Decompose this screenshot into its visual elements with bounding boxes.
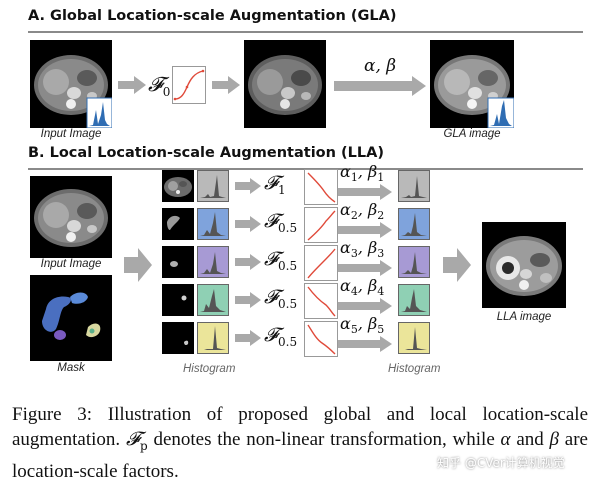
long-arrow-right-icon xyxy=(338,260,392,276)
arrow-right-icon xyxy=(235,254,261,270)
transform-label: 𝓕0.5 xyxy=(264,248,297,273)
watermark-text: 知乎 @CVer计算机视觉 xyxy=(437,456,565,470)
caption-beta: β xyxy=(549,429,560,450)
gla-ct-image xyxy=(430,40,514,128)
transform-sub: 0.5 xyxy=(278,296,298,311)
long-arrow-right-icon xyxy=(338,336,392,352)
caption-alpha: α xyxy=(500,429,511,450)
transform-symbol: 𝓕 xyxy=(264,248,279,270)
arrow-right-icon xyxy=(118,76,146,94)
region-thumbnail xyxy=(162,284,194,316)
alpha-symbol: α2, β2 xyxy=(340,200,385,223)
location-scale-factors: α2, β2 xyxy=(340,200,384,222)
location-scale-factors: α1, β1 xyxy=(340,162,384,184)
output-histogram-icon xyxy=(398,284,430,316)
location-scale-factors: α3, β3 xyxy=(340,238,384,260)
transform-symbol: 𝓕 xyxy=(264,210,279,232)
alpha-symbol: α5, β5 xyxy=(340,314,385,337)
region-thumbnail xyxy=(162,322,194,354)
arrow-right-icon xyxy=(235,178,261,194)
caption-fp-sub: p xyxy=(139,438,148,453)
nonlinear-curve-icon xyxy=(304,283,338,319)
histogram-icon xyxy=(197,208,229,240)
region-thumbnail xyxy=(162,246,194,278)
transform-sub: 0.5 xyxy=(278,220,298,235)
transform-sub: 1 xyxy=(278,182,286,197)
location-scale-factors: α4, β4 xyxy=(340,276,384,298)
output-histogram-icon xyxy=(398,208,430,240)
lla-ct-image xyxy=(482,222,566,308)
input-image-caption-a: Input Image xyxy=(40,128,102,140)
histogram-caption-right: Histogram xyxy=(388,363,441,375)
output-histogram-icon xyxy=(398,170,430,202)
histogram-caption-left: Histogram xyxy=(183,363,236,375)
section-a-divider xyxy=(28,31,583,33)
transformed-ct-image xyxy=(244,40,326,128)
arrow-right-icon xyxy=(212,76,240,94)
transform-f0-sub: 0 xyxy=(162,85,171,99)
caption-text-4: are location-scale factors. xyxy=(12,429,588,482)
histogram-icon xyxy=(197,170,229,202)
organ-mask-image xyxy=(30,275,112,361)
nonlinear-curve-icon xyxy=(304,207,338,243)
input-ct-image-a xyxy=(30,40,112,128)
section-a-title: A. Global Location-scale Augmentation (G… xyxy=(28,8,397,24)
long-arrow-right-icon xyxy=(334,76,426,96)
transform-sub: 0.5 xyxy=(278,258,298,273)
arrow-right-icon xyxy=(235,216,261,232)
histogram-icon xyxy=(197,246,229,278)
region-thumbnail xyxy=(162,170,194,202)
caption-text-1: Figure 3: Illustration of proposed globa… xyxy=(12,404,588,450)
long-arrow-right-icon xyxy=(338,184,392,200)
transform-symbol: 𝓕 xyxy=(264,286,279,308)
region-thumbnail xyxy=(162,208,194,240)
lla-image-caption: LLA image xyxy=(496,311,552,323)
transform-label: 𝓕0.5 xyxy=(264,286,297,311)
figure-caption: Figure 3: Illustration of proposed globa… xyxy=(12,402,588,484)
input-ct-image-b xyxy=(30,176,112,258)
histogram-icon xyxy=(197,322,229,354)
arrow-right-icon xyxy=(443,248,471,282)
arrow-right-icon xyxy=(235,292,261,308)
transform-sub: 0.5 xyxy=(278,334,298,349)
transform-f0-label: 𝓕0 xyxy=(148,72,171,99)
output-histogram-icon xyxy=(398,322,430,354)
transform-symbol: 𝓕 xyxy=(264,172,279,194)
mask-caption: Mask xyxy=(57,362,85,374)
nonlinear-curve-icon xyxy=(304,245,338,281)
nonlinear-curve-icon-a xyxy=(172,66,206,104)
output-histogram-icon xyxy=(398,246,430,278)
nonlinear-curve-icon xyxy=(304,169,338,205)
location-scale-factors: α5, β5 xyxy=(340,314,384,336)
section-b-title: B. Local Location-scale Augmentation (LL… xyxy=(28,145,384,161)
input-image-caption-b: Input Image xyxy=(40,258,102,270)
transform-label: 𝓕0.5 xyxy=(264,324,297,349)
histogram-icon xyxy=(197,284,229,316)
arrow-right-icon xyxy=(235,330,261,346)
long-arrow-right-icon xyxy=(338,298,392,314)
arrow-right-icon xyxy=(124,248,152,282)
alpha-symbol: α3, β3 xyxy=(340,238,385,261)
caption-text-3: and xyxy=(510,429,550,450)
gla-factors-label: α, β xyxy=(364,56,397,76)
caption-fp-symbol: 𝓕p xyxy=(125,428,148,453)
gla-image-caption: GLA image xyxy=(443,128,501,140)
caption-text-2: denotes the non-linear transformation, w… xyxy=(147,429,501,450)
alpha-symbol: α4, β4 xyxy=(340,276,385,299)
transform-symbol: 𝓕 xyxy=(264,324,279,346)
transform-label: 𝓕0.5 xyxy=(264,210,297,235)
nonlinear-curve-icon xyxy=(304,321,338,357)
histogram-icon-gla xyxy=(487,97,514,128)
alpha-symbol: α1, β1 xyxy=(340,162,385,185)
transform-label: 𝓕1 xyxy=(264,172,286,197)
histogram-icon-a xyxy=(86,97,112,128)
long-arrow-right-icon xyxy=(338,222,392,238)
